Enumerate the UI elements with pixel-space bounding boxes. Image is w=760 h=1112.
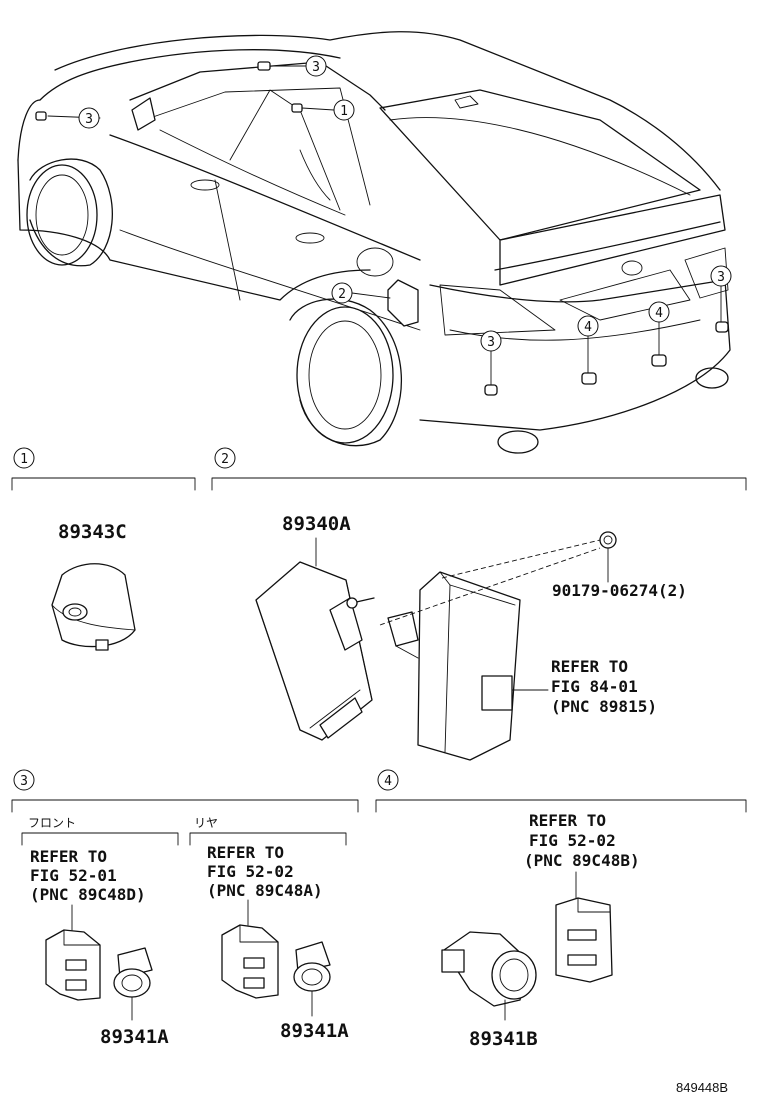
front-refer-line-2: FIG 52-01 bbox=[30, 866, 117, 885]
rear-refer-line-3: (PNC 89C48A) bbox=[207, 881, 323, 900]
refer-to-line-3: (PNC 89815) bbox=[551, 697, 657, 716]
section-4-refer-line-1: REFER TO bbox=[529, 811, 606, 830]
front-refer-line-3: (PNC 89C48D) bbox=[30, 885, 146, 904]
diagram-id: 849448B bbox=[676, 1080, 728, 1095]
section-1-number: 1 bbox=[20, 452, 28, 467]
callout-4: 4 bbox=[584, 320, 592, 335]
car-callouts: 3 3 1 2 3 4 4 3 bbox=[47, 55, 732, 386]
callout-2: 2 bbox=[338, 287, 346, 302]
section-4-refer-line-3: (PNC 89C48B) bbox=[524, 851, 640, 870]
section-4-refer-line-2: FIG 52-02 bbox=[529, 831, 616, 850]
refer-to-line-2: FIG 84-01 bbox=[551, 677, 638, 696]
section-4-number: 4 bbox=[384, 774, 392, 789]
part-number-90179-06274: 90179-06274(2) bbox=[552, 581, 687, 600]
rear-refer-line-1: REFER TO bbox=[207, 843, 284, 862]
section-3-number: 3 bbox=[20, 774, 28, 789]
front-refer-line-1: REFER TO bbox=[30, 847, 107, 866]
rear-refer-line-2: FIG 52-02 bbox=[207, 862, 294, 881]
callout-3: 3 bbox=[85, 112, 93, 127]
refer-to-line-1: REFER TO bbox=[551, 657, 628, 676]
part-number-89343C: 89343C bbox=[58, 521, 127, 543]
section-1: 1 89343C bbox=[11, 447, 196, 651]
callout-1: 1 bbox=[340, 104, 348, 119]
section-2: 2 89340A 90179-06274(2) REFER TO FIG 84-… bbox=[211, 447, 747, 761]
section-4-part-number: 89341B bbox=[469, 1028, 538, 1050]
rear-part-number: 89341A bbox=[280, 1020, 349, 1042]
front-part-number: 89341A bbox=[100, 1026, 169, 1048]
callout-3: 3 bbox=[487, 335, 495, 350]
subsection-rear-title: リヤ bbox=[194, 816, 218, 830]
section-4: 4 REFER TO FIG 52-02 (PNC 89C48B) 89341B bbox=[375, 769, 747, 1050]
part-number-89340A: 89340A bbox=[282, 513, 351, 535]
section-3: 3 フロント REFER TO FIG 52-01 (PNC 89C48D) 8… bbox=[11, 769, 359, 1048]
callout-3: 3 bbox=[717, 270, 725, 285]
callout-3: 3 bbox=[312, 60, 320, 75]
callout-4: 4 bbox=[655, 306, 663, 321]
car-illustration bbox=[17, 31, 731, 454]
subsection-front-title: フロント bbox=[28, 816, 76, 830]
section-2-number: 2 bbox=[221, 452, 229, 467]
